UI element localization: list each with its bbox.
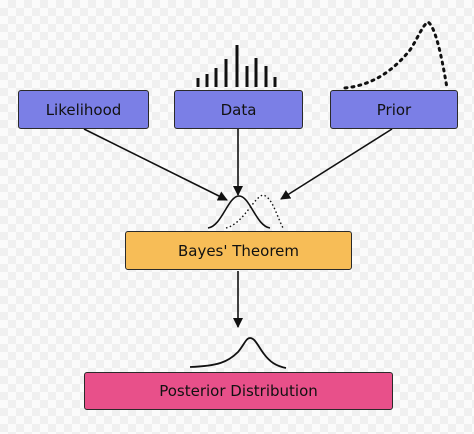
prior-node: Prior [330, 90, 458, 129]
prior-label: Prior [376, 100, 412, 119]
data-node: Data [174, 90, 303, 129]
bayes-theorem-label: Bayes' Theorem [177, 241, 300, 260]
likelihood-node: Likelihood [18, 90, 149, 129]
data-histogram-icon [196, 45, 277, 87]
arrow-prior-to-bayes [280, 128, 393, 200]
bayes-theorem-node: Bayes' Theorem [125, 231, 352, 270]
likelihood-label: Likelihood [45, 100, 122, 119]
posterior-curve-icon [189, 337, 287, 369]
posterior-distribution-node: Posterior Distribution [84, 372, 393, 410]
likelihood-curve-icon [207, 195, 271, 229]
prior-curve-icon [343, 20, 449, 90]
arrow-likelihood-to-bayes [83, 128, 228, 201]
posterior-distribution-label: Posterior Distribution [159, 382, 318, 400]
prior-dotted-curve-icon [225, 194, 284, 229]
data-label: Data [220, 100, 257, 119]
